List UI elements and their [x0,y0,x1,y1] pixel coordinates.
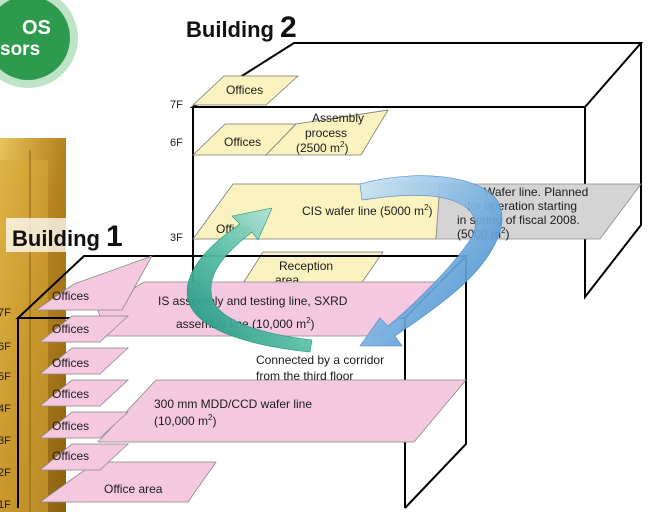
b1-offices-label-5: Offices [52,419,89,433]
corridor-label: Connected by a corridor from the third f… [256,353,387,383]
b1-offices-label-2: Offices [52,322,89,336]
b1-office-area-label: Office area [104,482,163,496]
b1-offices-floor-7f [34,255,153,311]
b1-offices-label-3: Offices [52,356,89,370]
b1-floor-label-6f: 6F [0,341,11,353]
teal-corridor-arrow [186,207,313,353]
b2-cis-line-label: CIS wafer line (5000 m2) [302,203,433,218]
b1-offices-floor-6f [38,315,130,343]
b2-assembly-floor [265,109,389,156]
b1-mdd-floor [97,379,467,443]
b2-offices-7f-floor [191,75,300,106]
b2-floor-label-6f: 6F [170,137,183,149]
b1-offices-floor-5f [38,347,130,375]
b2-offices-6f-label: Offices [224,135,261,149]
building-2: 7F 6F 3F Offices Offices Assembly proces… [170,11,644,305]
b1-office-area-floor [38,461,217,503]
b1-floor-label-4f: 4F [0,403,11,415]
b1-floor-label-7f: 7F [0,307,11,319]
badge-line-2: sors [0,39,40,60]
cmos-sensors-badge: OS sors [0,0,78,88]
blue-corridor-arrow [359,175,503,347]
b1-offices-label-6: Offices [52,449,89,463]
b1-floor-label-3f: 3F [0,435,11,447]
corridor-arrows: Connected by a corridor from the third f… [186,175,503,383]
b1-offices-floor-4f [38,379,130,407]
b1-offices-label-4: Offices [52,387,89,401]
building-1: 7F 6F 5F 4F 3F 2F 1F Offices Offices Off… [0,218,469,511]
b1-offices-label-1: Offices [52,289,89,303]
b2-assembly-label: Assembly process (2500 m2) [296,111,367,155]
b2-offices-7f-label: Offices [226,83,263,97]
b1-floor-label-2f: 2F [0,467,11,479]
b1-floor-label-1f: 1F [0,499,11,511]
b1-offices-floor-3f [38,411,130,439]
b1-offices-floor-2f [38,443,130,471]
b2-floor-label-3f: 3F [170,232,183,244]
badge-line-1: OS [22,17,51,39]
b1-floor-label-5f: 5F [0,371,11,383]
b1-mdd-line-label: 300 mm MDD/CCD wafer line (10,000 m2) [154,397,315,428]
b2-floor-label-7f: 7F [170,99,183,111]
